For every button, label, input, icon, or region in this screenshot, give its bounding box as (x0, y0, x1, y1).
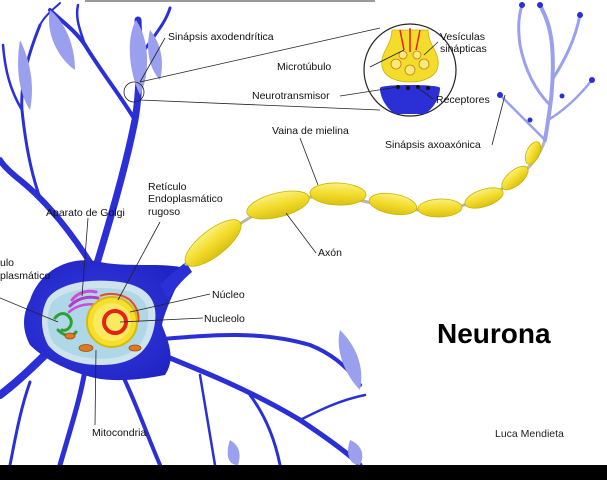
label-nucleolo: Nucleolo (204, 313, 245, 325)
label-sinapsis-axoaxonica: Sinápsis axoaxónica (385, 139, 481, 151)
label-vesiculas-line2: sinápticas (440, 43, 487, 55)
label-receptores: Receptores (436, 94, 490, 106)
label-axon: Axón (318, 247, 342, 259)
label-reticulo-liso-line1: ulo (0, 257, 14, 269)
dendrite-tips-lower (227, 330, 363, 465)
top-border-line (85, 0, 375, 2)
mitochondria (64, 332, 142, 352)
axon-terminal-knobs (497, 2, 595, 123)
label-neurotransmisor: Neurotransmisor (252, 90, 330, 102)
label-microtubulo: Microtúbulo (277, 61, 331, 73)
leader-lines (0, 37, 506, 426)
label-vaina-mielina: Vaina de mielina (272, 125, 349, 137)
diagram-title: Neurona (437, 318, 551, 349)
synapse-zoom-lines (123, 27, 381, 111)
label-reticulo-rugoso-line1: Retículo (148, 181, 187, 193)
dendrite-tips-upper-left (18, 10, 162, 110)
label-vesiculas-line1: Vesículas (440, 31, 485, 43)
myelin-sheath (184, 141, 542, 267)
label-reticulo-rugoso-line3: rugoso (148, 206, 180, 218)
label-reticulo-liso-line2: plasmático (0, 270, 50, 282)
author-credit: Luca Mendieta (495, 428, 564, 440)
axon-terminals (498, 3, 594, 142)
label-aparato-golgi: Aparato de Golgi (46, 207, 125, 219)
bottom-black-band (0, 465, 607, 480)
label-nucleo: Núcleo (212, 289, 245, 301)
label-mitocondria: Mitocondria (92, 427, 146, 439)
label-reticulo-rugoso-line2: Endoplasmático (148, 193, 223, 205)
label-sinapsis-axodendritica: Sinápsis axodendrítica (168, 31, 274, 43)
